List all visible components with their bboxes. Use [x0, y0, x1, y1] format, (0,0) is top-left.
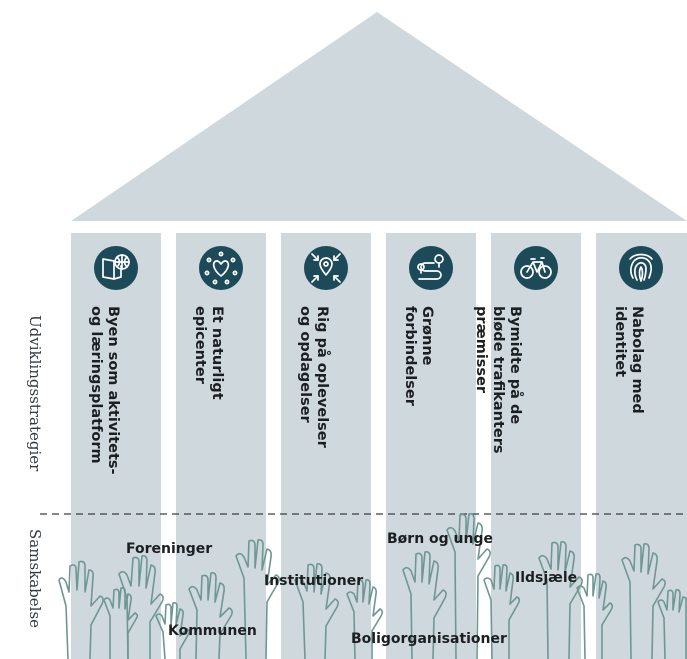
side-label-cocreation: Samskabelse	[26, 529, 44, 628]
pillar-title-1: Byen som aktivitets- og læringsplatform	[88, 306, 121, 480]
pillar-title-2: Et naturligt epicenter	[192, 306, 225, 405]
bicycle-icon	[514, 246, 558, 290]
pillar-2	[176, 233, 266, 659]
raised-hands	[58, 513, 687, 659]
partner-label-3: Institutioner	[264, 573, 363, 589]
roof	[71, 12, 687, 221]
partner-label-5: Kommunen	[168, 623, 257, 639]
pillar-title-4: Grønne forbindelser	[402, 306, 435, 407]
pillar-4	[386, 233, 476, 659]
partner-label-4: Ildsjæle	[515, 570, 577, 586]
pillar-6	[596, 233, 687, 659]
fingerprint-icon	[619, 246, 663, 290]
partner-label-1: Foreninger	[126, 541, 212, 557]
heart-people-icon	[199, 246, 243, 290]
side-label-strategies: Udviklingsstrategier	[26, 315, 44, 472]
book-ball-icon	[94, 246, 138, 290]
partner-label-2: Børn og unge	[387, 531, 493, 547]
pillar-title-6: Nabolag med identitet	[612, 306, 645, 419]
pillar-3	[281, 233, 371, 659]
partner-label-6: Boligorganisationer	[351, 631, 507, 647]
pillar-title-3: Rig på oplevelser og opdagelser	[297, 306, 331, 453]
location-pin-arrows-icon	[304, 246, 348, 290]
pillar-title-5: Bymidte på de bløde trafikanters præmiss…	[473, 306, 524, 459]
winding-path-trees-icon	[409, 246, 453, 290]
